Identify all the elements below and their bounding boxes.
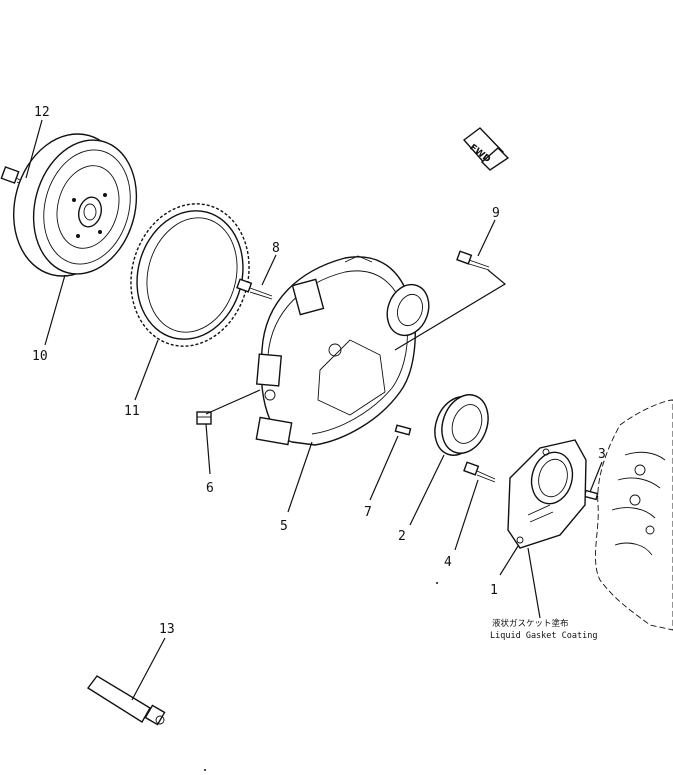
callout-10: 10 [32,349,48,364]
callout-1: 1 [490,583,498,598]
callout-13: 13 [159,622,175,637]
callout-5: 5 [280,519,288,534]
callout-8: 8 [272,241,280,256]
part-5-flywheel-housing [255,255,430,446]
part-1-cover-plate [507,439,587,549]
part-2-oil-seal [434,394,489,456]
gasket-note-jp: 液状ガスケット塗布 [492,618,569,629]
callout-12: 12 [34,105,50,120]
callout-4: 4 [444,555,452,570]
part-8-bolt [236,278,273,300]
part-10-flywheel [13,133,138,277]
gasket-note-en: Liquid Gasket Coating [490,631,597,641]
part-9-bolt [456,250,490,271]
callout-2: 2 [398,529,406,544]
callout-labels: 12 10 11 8 9 6 5 7 2 4 3 1 13 [32,105,606,637]
part-11-ring-gear [130,203,250,347]
leader-lines [25,119,603,701]
callout-7: 7 [364,505,372,520]
part-6-plug [196,411,212,425]
part-3-dowel-pin [583,489,599,501]
part-13-gasket-tube [86,675,166,726]
part-7-dowel-pin [394,424,412,436]
engine-block-outline [595,399,673,631]
callout-6: 6 [206,481,214,496]
callout-11: 11 [124,404,140,419]
forward-arrow-icon: FWD [462,127,510,171]
callout-9: 9 [492,206,500,221]
part-4-bolt [463,461,496,483]
gasket-note: 液状ガスケット塗布 Liquid Gasket Coating [490,618,597,641]
callout-3: 3 [598,447,606,462]
